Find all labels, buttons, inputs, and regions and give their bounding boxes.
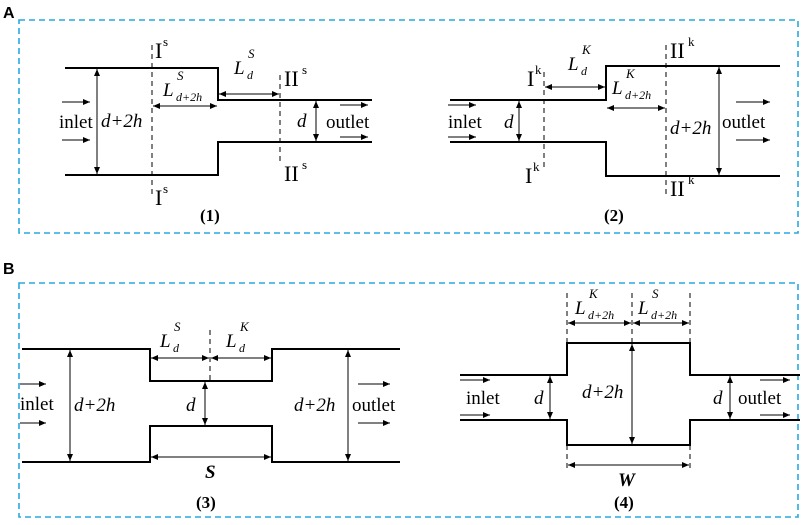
L-subscript: d xyxy=(247,68,254,82)
section-label-IIk-top: II k xyxy=(670,34,695,63)
section-sup: s xyxy=(302,62,307,77)
L-glyph: L xyxy=(611,78,623,99)
panel-letter-b: B xyxy=(3,261,15,278)
section-sup: s xyxy=(163,181,168,196)
section-sup: s xyxy=(163,34,168,49)
outlet-label: outlet xyxy=(352,395,396,416)
W-width-label: W xyxy=(618,470,636,491)
L-glyph: L xyxy=(225,331,237,352)
L-glyph: L xyxy=(567,54,579,75)
wall-lower xyxy=(450,141,780,177)
section-sup: k xyxy=(688,34,695,49)
diagram-2-expansion: inlet d d+2h outlet L d K L d+2h K I k I… xyxy=(448,34,780,225)
inlet-label: inlet xyxy=(59,112,93,133)
L-subscript: d+2h xyxy=(625,88,651,102)
inlet-label: inlet xyxy=(466,388,500,409)
L-d-S-label: L d S xyxy=(233,46,255,82)
diagram-1-contraction: inlet d+2h d outlet L d+2h S L d S I s I… xyxy=(59,34,372,225)
panel-a-frame xyxy=(18,19,799,234)
L-superscript: K xyxy=(625,66,636,81)
outlet-label: outlet xyxy=(326,112,370,133)
L-glyph: L xyxy=(162,80,174,101)
diagram-3-contraction-expansion: inlet d+2h d d+2h outlet S L d S L d K (… xyxy=(20,319,400,512)
wall-upper xyxy=(22,348,400,382)
section-label-Ik-top: I k xyxy=(527,62,542,91)
d2h-label: d+2h xyxy=(582,382,623,403)
L-subscript: d xyxy=(173,341,180,355)
panel-b-frame xyxy=(18,282,799,518)
d2h-label: d+2h xyxy=(101,111,142,132)
L-subscript: d+2h xyxy=(588,308,614,322)
caption-3: (3) xyxy=(196,493,216,512)
L-d2h-K-label: L d+2h K xyxy=(574,286,614,322)
section-sup: k xyxy=(688,172,695,187)
L-superscript: S xyxy=(652,286,659,301)
section-roman: I xyxy=(155,38,162,63)
d-label-left: d xyxy=(534,388,544,409)
L-subscript: d xyxy=(239,341,246,355)
L-subscript: d+2h xyxy=(176,90,202,104)
section-roman: II xyxy=(284,66,299,91)
diagram-4-expansion-contraction: inlet d d+2h d outlet W L d+2h K L d+2h … xyxy=(460,286,800,512)
wall-lower xyxy=(460,419,800,446)
L-glyph: L xyxy=(637,298,649,319)
L-superscript: S xyxy=(174,319,181,334)
section-sup: s xyxy=(302,157,307,172)
L-superscript: K xyxy=(239,319,250,334)
section-label-IIs-bottom: II s xyxy=(284,157,307,186)
d2h-label: d+2h xyxy=(670,118,711,139)
S-width-label: S xyxy=(205,462,216,483)
d2h-label-left: d+2h xyxy=(74,395,115,416)
section-label-IIs-top: II s xyxy=(284,62,307,91)
section-roman: II xyxy=(670,38,685,63)
section-roman: I xyxy=(155,185,162,210)
L-glyph: L xyxy=(574,298,586,319)
L-subscript: d xyxy=(581,64,588,78)
caption-1: (1) xyxy=(200,206,220,225)
section-sup: k xyxy=(535,62,542,77)
section-label-Is-top: I s xyxy=(155,34,168,63)
wall-upper xyxy=(65,67,372,101)
section-roman: I xyxy=(525,163,532,188)
L-glyph: L xyxy=(233,58,245,79)
L-superscript: S xyxy=(248,46,255,61)
wall-upper xyxy=(450,65,780,101)
caption-4: (4) xyxy=(614,493,634,512)
d-label: d xyxy=(297,111,307,132)
inlet-label: inlet xyxy=(448,112,482,133)
L-d-K-label: L d K xyxy=(225,319,250,355)
d-label: d xyxy=(186,395,196,416)
L-superscript: K xyxy=(588,286,599,301)
section-roman: II xyxy=(670,176,685,201)
section-roman: II xyxy=(284,161,299,186)
L-d2h-S-label: L d+2h S xyxy=(637,286,677,322)
section-label-Is-bottom: I s xyxy=(155,181,168,210)
d-label-right: d xyxy=(713,388,723,409)
L-superscript: K xyxy=(581,42,592,57)
L-subscript: d+2h xyxy=(651,308,677,322)
L-superscript: S xyxy=(177,68,184,83)
outlet-label: outlet xyxy=(722,112,766,133)
L-glyph: L xyxy=(159,331,171,352)
L-d-K-label: L d K xyxy=(567,42,592,78)
caption-2: (2) xyxy=(604,206,624,225)
d-label: d xyxy=(504,112,514,133)
outlet-label: outlet xyxy=(738,388,782,409)
wall-lower xyxy=(22,425,400,463)
L-d-S-label: L d S xyxy=(159,319,181,355)
d2h-label-right: d+2h xyxy=(294,395,335,416)
wall-lower xyxy=(65,141,372,176)
section-roman: I xyxy=(527,66,534,91)
section-sup: k xyxy=(533,159,540,174)
inlet-label: inlet xyxy=(20,394,54,415)
panel-letter-a: A xyxy=(3,5,15,22)
section-label-Ik-bottom: I k xyxy=(525,159,540,188)
wall-upper xyxy=(460,342,800,376)
L-d2h-S-label: L d+2h S xyxy=(162,68,202,104)
L-d2h-K-label: L d+2h K xyxy=(611,66,651,102)
section-label-IIk-bottom: II k xyxy=(670,172,695,201)
